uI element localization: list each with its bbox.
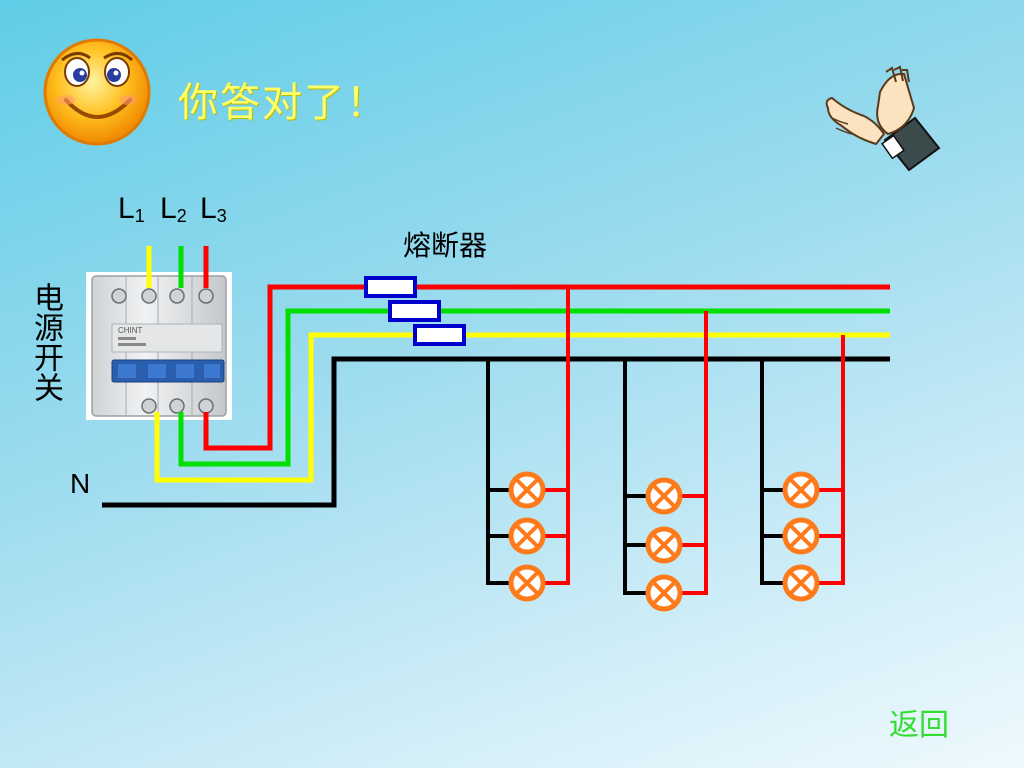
neutral-label: N [70, 468, 91, 499]
lamp-icon [782, 564, 820, 602]
lamp-icon [508, 471, 546, 509]
lamp-icon [508, 564, 546, 602]
fuses [364, 276, 466, 346]
lamp-group-2 [623, 311, 708, 612]
fuse-label: 熔断器 [403, 229, 488, 262]
wire-l2 [178, 308, 890, 467]
fuse-l2 [388, 300, 441, 322]
phase-label-l3: L3 [200, 192, 227, 226]
smiley-face-icon [43, 38, 151, 146]
page-title: 你答对了！ [178, 80, 388, 126]
fuse-l3 [364, 276, 417, 298]
fuse-l1 [413, 324, 466, 346]
wire-l3 [203, 284, 890, 451]
back-button[interactable]: 返回 [889, 708, 949, 743]
power-switch-label: 电源开关 [28, 282, 63, 402]
phase-label-l1: L1 [118, 192, 145, 226]
lamp-icon [782, 471, 820, 509]
wire-neutral [102, 356, 890, 508]
lamp-group-1 [486, 287, 570, 602]
breaker-brand: CHINT [118, 326, 143, 335]
circuit-breaker-image: CHINT [86, 272, 232, 420]
lamp-icon [645, 477, 683, 515]
lamp-icon [782, 517, 820, 555]
lamp-icon [508, 517, 546, 555]
lamp-icon [645, 526, 683, 564]
wire-l1 [154, 332, 890, 483]
lamp-icon [645, 574, 683, 612]
clapping-hands-icon [825, 65, 941, 172]
incoming-leads [146, 246, 209, 288]
phase-label-l2: L2 [160, 192, 187, 226]
lamp-group-3 [760, 335, 845, 602]
